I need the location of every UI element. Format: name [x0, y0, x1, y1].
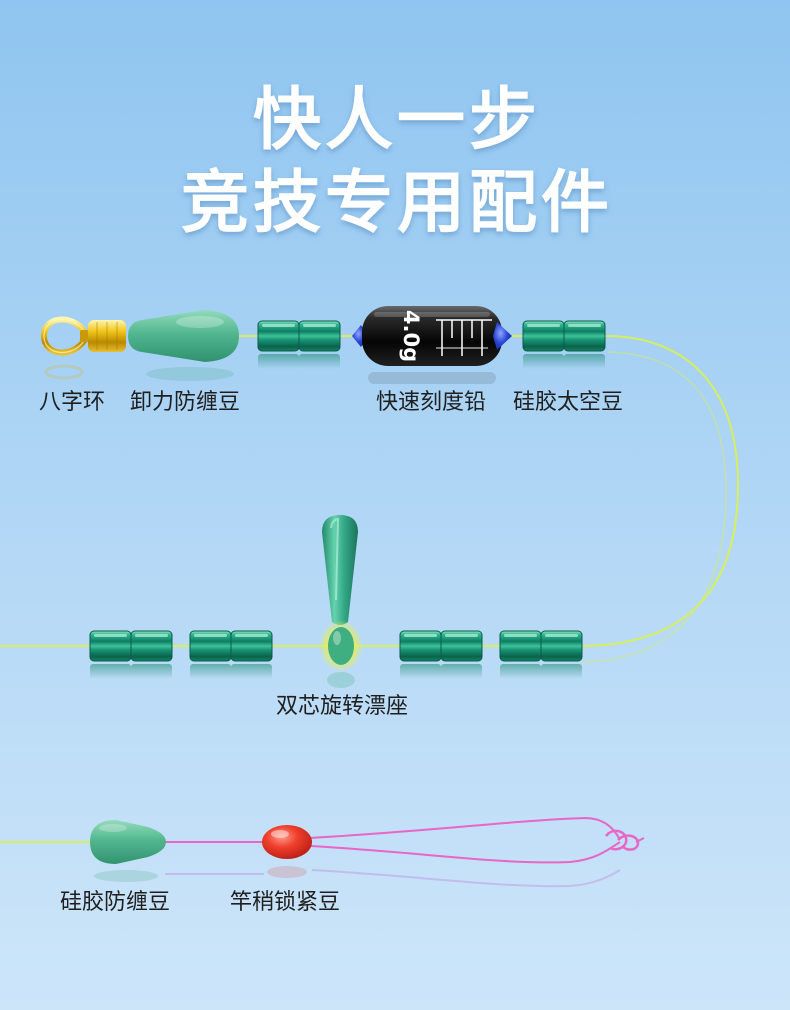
swivel — [40, 316, 126, 380]
anti-tangle-bead-reflection — [94, 870, 158, 882]
float-seat-swivel — [328, 627, 354, 665]
space-bead-label: 硅胶太空豆 — [513, 390, 623, 415]
float-seat-stem — [322, 515, 358, 625]
knot-tail — [635, 837, 645, 843]
stress-bead-highlight — [176, 316, 224, 328]
row3-labels: 硅胶防缠豆 竿稍锁紧豆 — [60, 890, 340, 915]
pink-loop-upper — [309, 816, 621, 841]
silicone-anti-tangle-bead — [90, 820, 166, 882]
tube-bead-row2-2 — [189, 630, 273, 680]
weight-scale-ruler — [436, 319, 492, 356]
rod-tip-rig — [0, 816, 645, 888]
quick-scale-weight: 4.0g — [352, 306, 512, 384]
title-line-1: 快人一步 — [253, 81, 541, 160]
anti-tangle-bead-label: 硅胶防缠豆 — [60, 890, 170, 915]
tube-bead-row2-3 — [399, 630, 483, 680]
float-seat-swivel-highlight — [333, 631, 341, 645]
pink-line-reflection — [165, 869, 621, 888]
rod-tip-lock-bead — [262, 825, 312, 878]
title-block: 快人一步 竞技专用配件 — [181, 81, 613, 243]
pink-loop-lower — [309, 841, 621, 864]
anti-tangle-bead-body — [90, 820, 166, 864]
float-seat-reflection — [327, 672, 355, 688]
weight-marking: 4.0g — [399, 310, 423, 362]
float-seat-label: 双芯旋转漂座 — [276, 694, 408, 719]
lock-bead-highlight — [271, 830, 289, 838]
curved-line — [0, 335, 740, 647]
row1-labels: 八字环 卸力防缠豆 快速刻度铅 硅胶太空豆 — [39, 390, 623, 415]
tube-bead-row2-1 — [89, 630, 173, 680]
silicone-space-bead — [522, 320, 606, 370]
swivel-neck — [80, 330, 90, 342]
lock-bead-reflection — [267, 866, 307, 878]
lock-bead-label: 竿稍锁紧豆 — [230, 890, 340, 915]
weight-cap-right — [493, 322, 512, 350]
swivel-reflection — [44, 364, 84, 380]
title-line-2: 竞技专用配件 — [181, 164, 613, 243]
tube-bead-row1 — [257, 320, 341, 370]
weight-reflection — [368, 372, 496, 384]
dual-core-float-seat — [319, 515, 363, 688]
weight-body — [362, 306, 502, 366]
stress-relief-bead — [128, 310, 239, 381]
weight-highlight — [374, 312, 490, 317]
weight-label: 快速刻度铅 — [376, 390, 486, 415]
swivel-ring-highlight — [43, 318, 85, 354]
stress-bead-body — [128, 310, 239, 362]
loop-knot — [605, 829, 628, 851]
lock-bead-body — [262, 825, 312, 859]
swivel-label: 八字环 — [39, 390, 105, 415]
loop-knot — [617, 834, 640, 851]
float-seat-highlight — [330, 517, 340, 601]
curved-line-reflection — [581, 351, 727, 663]
tube-bead-row2-4 — [499, 630, 583, 680]
stress-bead-reflection — [146, 367, 234, 381]
stress-bead-label: 卸力防缠豆 — [130, 390, 240, 415]
anti-tangle-bead-highlight — [99, 824, 127, 832]
